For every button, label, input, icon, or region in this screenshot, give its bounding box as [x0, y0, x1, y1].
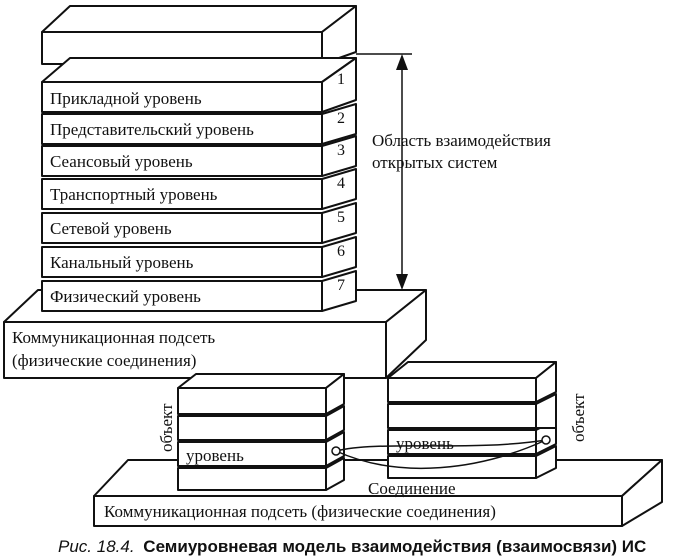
level-6: Канальный уровень 6	[41, 236, 357, 278]
level-label: Сетевой уровень	[50, 219, 172, 238]
level-1: Прикладной уровень 1	[41, 57, 357, 113]
level-2: Представительский уровень 2	[41, 103, 357, 145]
level-number: 2	[337, 110, 345, 127]
level-7: Физический уровень 7	[41, 270, 357, 312]
left-object-label: объект	[157, 403, 176, 452]
arrow-head-up	[396, 54, 408, 70]
level-3: Сеансовый уровень 3	[41, 135, 357, 177]
level-number: 5	[337, 209, 345, 226]
level-number: 1	[337, 71, 345, 88]
level-label: Представительский уровень	[50, 120, 254, 139]
level-5: Сетевой уровень 5	[41, 202, 357, 244]
caption-prefix: Рис. 18.4.	[58, 537, 135, 556]
right-object-label: объект	[569, 393, 588, 442]
connection-point-right	[541, 435, 551, 445]
figure-caption: Рис. 18.4. Семиуровневая модель взаимоде…	[58, 537, 646, 556]
caption-title: Семиуровневая модель взаимодействия (вза…	[143, 537, 646, 556]
level-number: 6	[337, 243, 345, 260]
upper-subnet-line2: (физические соединения)	[12, 351, 196, 370]
left-stack-box	[177, 405, 345, 441]
arrow-head-down	[396, 274, 408, 290]
right-stack-box	[387, 361, 557, 403]
top-cap-block	[41, 5, 357, 65]
right-stack-box	[387, 445, 557, 479]
left-stack-box: уровень	[177, 431, 345, 467]
level-label: Прикладной уровень	[50, 89, 202, 108]
connection-point-left	[331, 446, 341, 456]
level-4: Транспортный уровень 4	[41, 168, 357, 210]
right-level-label: уровень	[396, 434, 454, 453]
level-label: Сеансовый уровень	[50, 152, 193, 171]
upper-subnet-line1: Коммуникационная подсеть	[12, 328, 215, 347]
connection-label: Соединение	[368, 479, 456, 498]
interaction-area-line1: Область взаимодействия	[372, 131, 551, 150]
level-label: Физический уровень	[50, 287, 201, 306]
level-label: Транспортный уровень	[50, 185, 218, 204]
interaction-area-line2: открытых систем	[372, 153, 498, 172]
lower-subnet-label: Коммуникационная подсеть (физические сое…	[104, 502, 496, 521]
left-stack-box	[177, 457, 345, 491]
level-number: 4	[337, 175, 345, 192]
upper-subnet-slab: Коммуникационная подсеть (физические сое…	[3, 289, 427, 379]
left-stack-box	[177, 373, 345, 415]
left-object-stack: уровень объект	[157, 373, 345, 491]
right-object-stack: уровень объект	[387, 361, 588, 479]
interaction-area-bracket	[356, 53, 412, 291]
level-label: Канальный уровень	[50, 253, 194, 272]
connection-curve-upper	[335, 439, 547, 452]
left-level-label: уровень	[186, 446, 244, 465]
connection-lines	[331, 435, 551, 470]
level-number: 3	[337, 142, 345, 159]
connection-curve-lower	[335, 439, 547, 470]
right-stack-box	[387, 393, 557, 429]
level-number: 7	[337, 277, 345, 294]
